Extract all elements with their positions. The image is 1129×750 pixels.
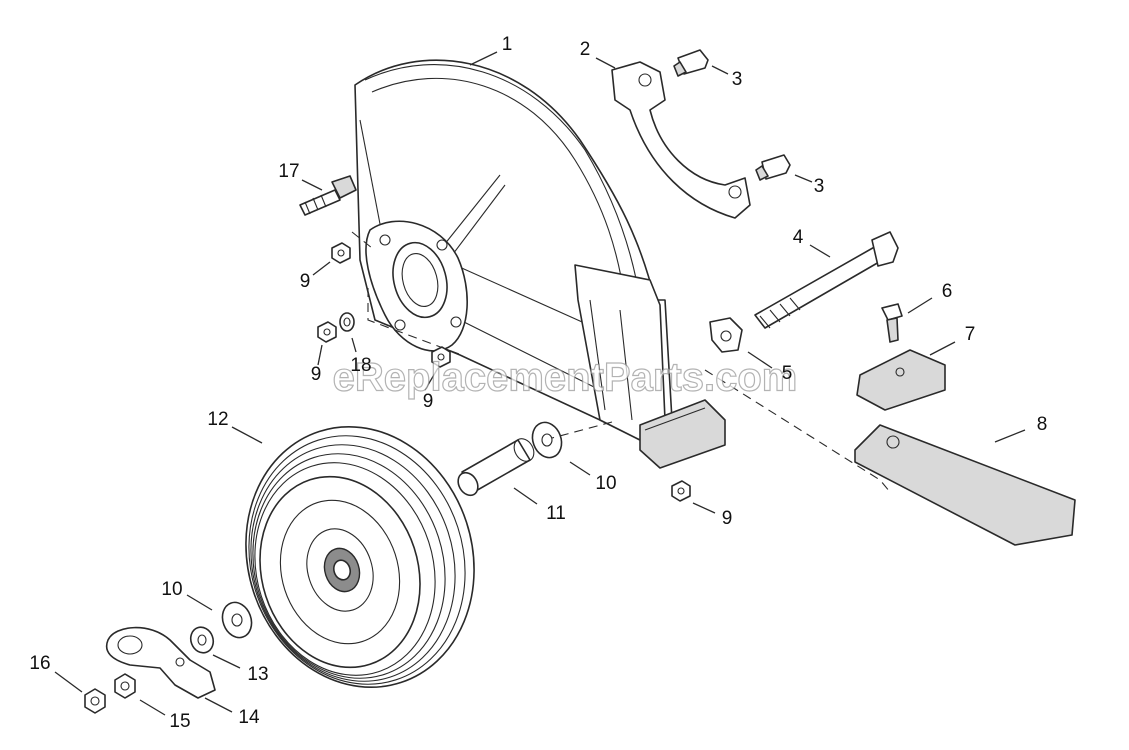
washer-axle xyxy=(531,421,563,459)
callout-13: 13 xyxy=(247,664,268,685)
callout-9-upper: 9 xyxy=(300,271,311,292)
clip xyxy=(709,317,743,353)
callout-7: 7 xyxy=(965,324,976,345)
callout-15: 15 xyxy=(169,711,190,732)
callout-11: 11 xyxy=(546,503,566,524)
small-washer xyxy=(189,626,215,654)
callout-5: 5 xyxy=(782,363,793,384)
callout-17: 17 xyxy=(278,161,299,182)
callout-14: 14 xyxy=(238,707,260,728)
hex-bolt xyxy=(299,175,357,216)
callout-9-right: 9 xyxy=(722,508,733,529)
small-screw xyxy=(881,303,903,343)
adjuster-lever xyxy=(105,626,216,699)
spacer-tube xyxy=(457,438,535,497)
callout-1: 1 xyxy=(502,34,513,55)
long-bolt xyxy=(754,231,899,329)
assembly-lines xyxy=(351,231,891,493)
bracket xyxy=(611,61,751,219)
screw-lower xyxy=(755,154,791,181)
callout-12: 12 xyxy=(207,409,228,430)
wheel xyxy=(245,425,475,689)
screw-upper xyxy=(673,49,709,77)
callout-9-middle: 9 xyxy=(423,391,434,412)
washer-outer xyxy=(221,601,253,639)
callout-10-outer: 10 xyxy=(161,579,182,600)
callout-4: 4 xyxy=(793,227,804,248)
callout-16: 16 xyxy=(29,653,50,674)
nut-right xyxy=(671,480,691,502)
callout-labels: 1 2 3 3 4 5 6 7 8 9 9 9 9 10 10 11 12 13… xyxy=(29,34,1047,732)
callout-10-axle: 10 xyxy=(595,473,616,494)
callout-3-upper: 3 xyxy=(732,69,743,90)
callout-3-lower: 3 xyxy=(814,176,825,197)
wheel-housing-cover xyxy=(354,59,726,469)
nut-left xyxy=(317,321,337,343)
callout-2: 2 xyxy=(580,39,591,60)
small-plate xyxy=(856,349,946,411)
callout-6: 6 xyxy=(942,281,953,302)
nut-middle xyxy=(431,346,451,368)
flap xyxy=(854,424,1076,546)
nut-lever xyxy=(114,673,136,699)
lock-washer xyxy=(339,312,355,332)
callout-8: 8 xyxy=(1037,414,1048,435)
leader-lines xyxy=(54,51,1026,716)
callout-9-left: 9 xyxy=(311,364,322,385)
nut-upper xyxy=(331,242,351,264)
callout-18: 18 xyxy=(350,355,371,376)
nut-outer xyxy=(84,688,106,714)
watermark: eReplacementParts.com xyxy=(333,356,798,400)
